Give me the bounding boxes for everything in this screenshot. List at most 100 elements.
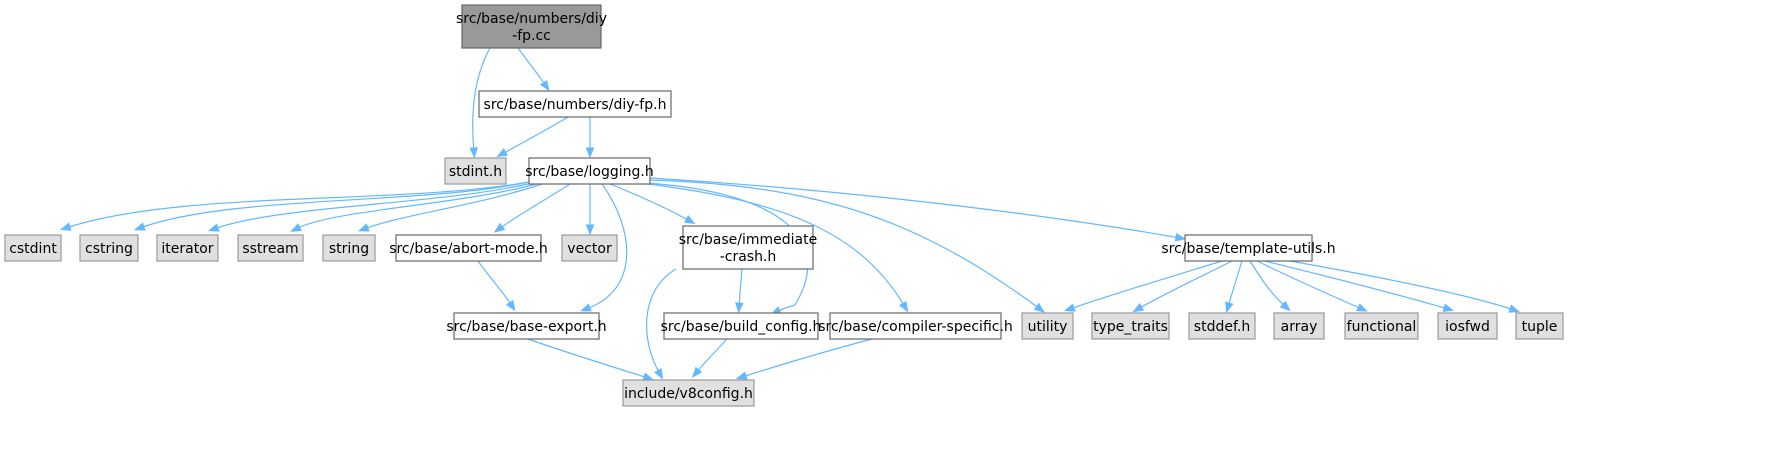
edge-line <box>517 47 547 87</box>
node-box <box>1188 312 1256 340</box>
arrowhead <box>1064 303 1076 312</box>
edge-template_utils_h-to-tuple <box>1289 260 1520 313</box>
node-box <box>829 312 1002 340</box>
node-box <box>4 234 62 262</box>
edge-line <box>65 181 530 229</box>
edge-line <box>649 177 1181 239</box>
node-iosfwd: iosfwd <box>1437 312 1498 340</box>
arrowhead <box>1132 303 1145 313</box>
arrowhead <box>734 302 744 314</box>
node-label: functional <box>1347 319 1417 335</box>
node-label: utility <box>1028 319 1068 335</box>
node-type-traits: type_traits <box>1091 312 1170 340</box>
node-box <box>1515 312 1564 340</box>
arrowhead <box>134 222 146 231</box>
edge-logging_h-to-string <box>358 183 543 232</box>
node-label: sstream <box>242 241 298 257</box>
node-label: string <box>329 241 369 257</box>
node-tuple: tuple <box>1515 312 1564 340</box>
node-diy-fp-h[interactable]: src/base/numbers/diy-fp.h <box>478 90 672 118</box>
arrowhead <box>735 371 748 380</box>
node-diy-fp-cc: src/base/numbers/diy-fp.cc <box>456 4 607 49</box>
edge-build_config_h-to-v8config_h <box>691 338 728 378</box>
edge-line <box>1069 260 1223 310</box>
edge-logging_h-to-cstring <box>134 181 530 231</box>
node-base-export-h[interactable]: src/base/base-export.h <box>446 312 607 340</box>
edge-diy_fp_h-to-stdint_h <box>496 116 569 158</box>
node-label: -crash.h <box>720 249 777 265</box>
arrowhead <box>493 222 506 233</box>
edge-line <box>741 338 873 378</box>
node-build-config-h[interactable]: src/base/build_config.h <box>661 312 822 340</box>
edge-line <box>295 183 537 230</box>
node-label: src/base/template-utils.h <box>1161 241 1335 257</box>
edge-line <box>501 116 569 155</box>
arrowhead <box>1508 304 1520 313</box>
edge-line <box>139 181 530 229</box>
arrowhead <box>1442 303 1455 312</box>
edge-line <box>1256 260 1363 310</box>
edge-logging_h-to-utility <box>647 179 1046 313</box>
node-label: cstdint <box>9 241 57 257</box>
edge-diy_fp_cc-to-stdint_h <box>469 47 491 159</box>
arrowhead <box>684 215 696 225</box>
node-box <box>622 379 755 407</box>
node-box <box>1184 234 1313 262</box>
node-utility: utility <box>1021 312 1074 340</box>
node-stdint-h: stdint.h <box>444 157 507 185</box>
node-array: array <box>1273 312 1325 340</box>
node-box <box>561 234 618 262</box>
node-compiler-specific-h[interactable]: src/base/compiler-specific.h <box>818 312 1013 340</box>
edge-line <box>213 182 533 230</box>
edge-line <box>1227 260 1243 308</box>
node-stddef-h: stddef.h <box>1188 312 1256 340</box>
node-logging-h[interactable]: src/base/logging.h <box>525 157 654 185</box>
arrowhead <box>59 222 72 231</box>
node-box <box>1344 312 1419 340</box>
edge-logging_h-to-immediate_crash_h <box>609 183 696 225</box>
edge-compiler_specific_h-to-v8config_h <box>735 338 873 380</box>
node-label: array <box>1281 319 1318 335</box>
node-label: src/base/immediate <box>679 232 817 248</box>
node-label: src/base/build_config.h <box>661 319 822 335</box>
node-v8config-h: include/v8config.h <box>622 379 755 407</box>
edge-logging_h-to-vector <box>585 184 595 236</box>
node-box <box>395 234 542 262</box>
node-label: type_traits <box>1093 319 1168 335</box>
arrowhead <box>585 147 595 159</box>
node-box <box>478 90 672 118</box>
node-functional: functional <box>1344 312 1419 340</box>
node-label: iosfwd <box>1445 319 1490 335</box>
node-template-utils-h[interactable]: src/base/template-utils.h <box>1161 234 1336 262</box>
node-label: cstring <box>85 241 133 257</box>
edge-line <box>498 183 571 230</box>
arrowhead <box>642 372 655 381</box>
arrowhead <box>585 224 595 236</box>
arrowhead <box>539 79 550 92</box>
arrowhead <box>654 368 664 380</box>
node-box <box>1091 312 1170 340</box>
node-box <box>682 225 814 270</box>
edge-line <box>645 268 677 375</box>
edge-diy_fp_cc-to-diy_fp_h <box>517 47 550 92</box>
edge-logging_h-to-sstream <box>290 183 537 232</box>
edge-line <box>1137 260 1233 310</box>
node-label: tuple <box>1522 319 1558 335</box>
edge-line <box>1264 260 1449 310</box>
node-box <box>1021 312 1074 340</box>
arrowhead <box>496 148 508 158</box>
node-sstream: sstream <box>237 234 304 262</box>
node-box <box>1437 312 1498 340</box>
node-immediate-crash-h[interactable]: src/base/immediate-crash.h <box>679 225 817 270</box>
node-label: -fp.cc <box>512 28 551 44</box>
edge-immediate_crash_h-to-v8config_h <box>645 268 677 380</box>
edge-line <box>527 338 649 379</box>
edge-line <box>1289 260 1515 311</box>
arrowhead <box>1356 303 1368 312</box>
nodes-layer: src/base/numbers/diy-fp.cc src/base/numbe… <box>4 4 1564 407</box>
arrowhead <box>1033 302 1046 313</box>
node-box <box>156 234 219 262</box>
edge-line <box>738 268 743 308</box>
node-abort-mode-h[interactable]: src/base/abort-mode.h <box>389 234 548 262</box>
node-iterator: iterator <box>156 234 219 262</box>
